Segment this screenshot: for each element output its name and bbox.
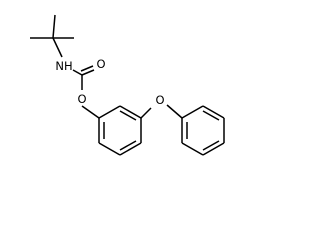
- nh-label: NH: [55, 59, 72, 73]
- ether-oxygen-label: O: [155, 93, 164, 107]
- ring1-bond: [98, 105, 121, 119]
- ring2-bond: [202, 105, 225, 119]
- ring1-bond: [119, 142, 142, 156]
- carbonyl-oxygen-label: O: [96, 57, 105, 71]
- central-benzene-ring: [81, 105, 152, 156]
- ring2-inner-double-bond: [202, 110, 220, 121]
- ring1-bond: [98, 142, 121, 156]
- ring1-bond: [119, 105, 142, 119]
- bond-ether-o-to-phenyl: [166, 104, 183, 119]
- ring1-inner-double-bond: [119, 140, 137, 151]
- ring2-inner-double-bond: [202, 140, 220, 151]
- chemical-structure: NH O O O: [30, 14, 225, 156]
- ring1-inner-double-bond: [119, 110, 137, 121]
- bond-carbonyl-double-2: [80, 65, 94, 72]
- ring2-bond: [202, 142, 225, 156]
- carbamate-group: [72, 65, 95, 90]
- bond-n-to-carbonyl-carbon: [72, 69, 83, 76]
- bond-methyl-2: [52, 14, 56, 39]
- ring2-bond: [181, 142, 204, 156]
- bond-ester-o-to-ring: [81, 105, 100, 119]
- bond-ring-to-ether-o: [140, 107, 152, 119]
- phenyl-ring: [166, 104, 225, 156]
- tert-butyl-group: [30, 14, 74, 58]
- bond-carbonyl-double-1: [81, 69, 95, 76]
- ring2-bond: [181, 105, 204, 119]
- ester-oxygen-label: O: [77, 92, 86, 106]
- bond-quaternary-to-n: [52, 37, 63, 58]
